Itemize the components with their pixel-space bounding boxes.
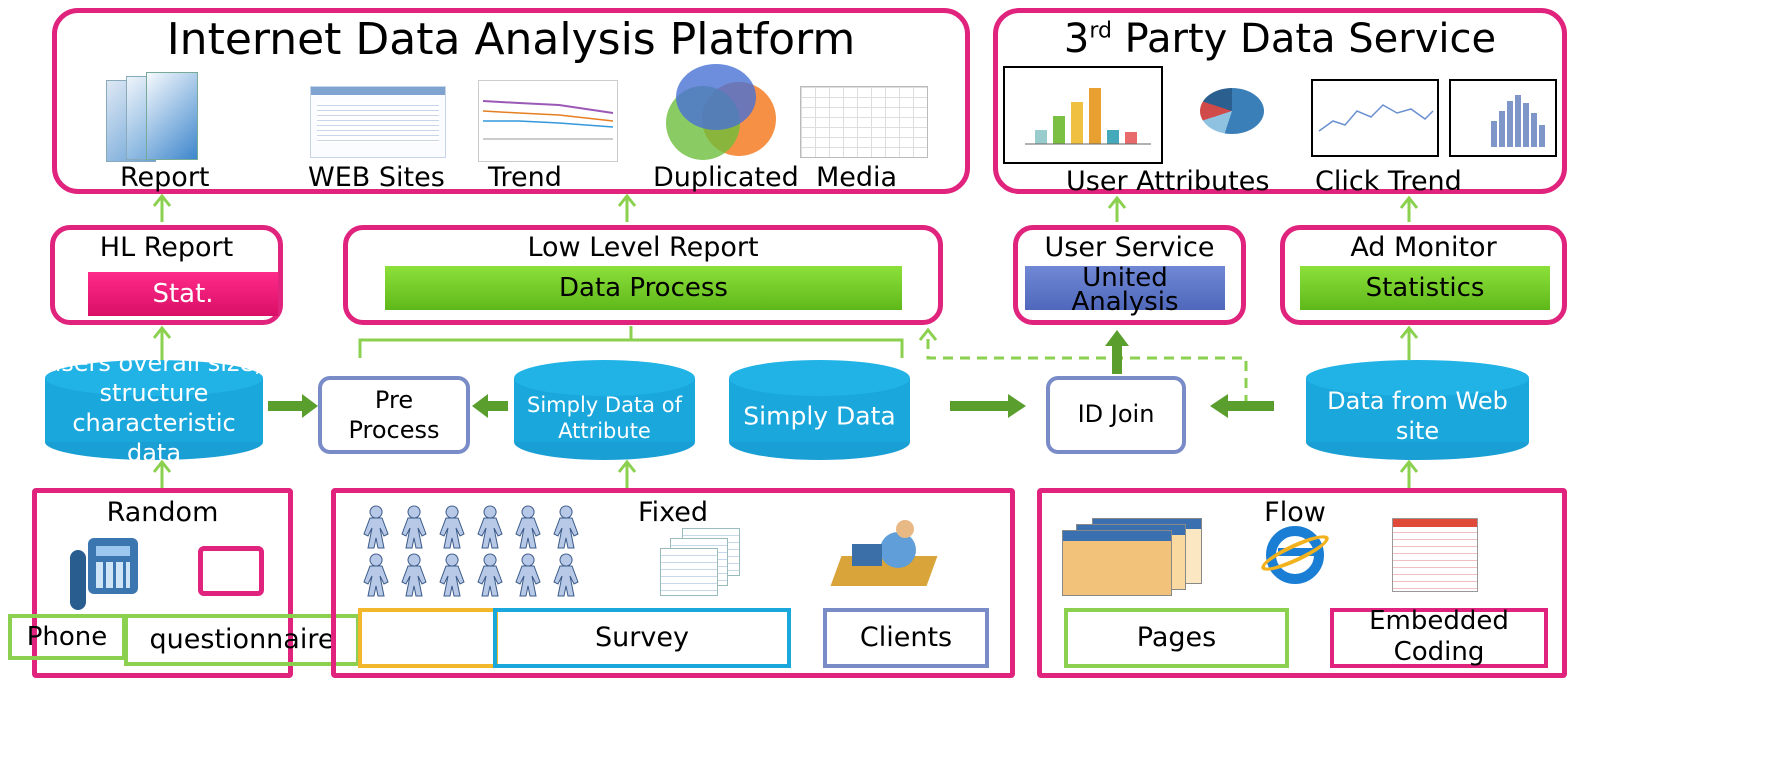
survey-yellow-box: [358, 608, 498, 668]
trend-chart-image: [478, 80, 618, 162]
internet-explorer-icon: [1257, 522, 1333, 588]
data-from-web-site-database: Data from Web site: [1306, 360, 1529, 460]
flow-title: Flow: [1264, 497, 1326, 528]
person-figure-icon: [477, 505, 503, 549]
third-party-title: 3rd Party Data Service: [1063, 16, 1497, 62]
embedded-page-image: [1392, 518, 1478, 592]
arrow-simply-to-idjoin: [950, 394, 1026, 418]
dashed-feedback-arrowhead: [918, 327, 938, 341]
arrow-web-to-idjoin: [1210, 394, 1274, 418]
media-grid-image: [800, 86, 928, 158]
label-duplicated: Duplicated: [653, 162, 799, 193]
person-figure-icon: [515, 505, 541, 549]
telephone-icon: [70, 538, 138, 612]
up-arrow-ll-to-platform: [617, 193, 637, 222]
questionnaire-label: questionnaire: [149, 624, 335, 655]
label-media: Media: [816, 162, 898, 193]
person-figure-icon: [439, 553, 465, 597]
id-join-label: ID Join: [1077, 400, 1155, 428]
survey-box: [493, 608, 791, 668]
web-sites-table-image: [310, 86, 446, 158]
pages-label: Pages: [1136, 622, 1217, 653]
person-figure-icon: [363, 553, 389, 597]
pages-box: [1064, 608, 1289, 668]
arrow-users-to-preprocess: [268, 394, 318, 418]
random-panel: [32, 488, 293, 678]
up-arrow-us-to-attributes: [1107, 195, 1127, 222]
report-books-image: [106, 72, 202, 164]
flow-panel: [1037, 488, 1567, 678]
pre-process-box: [318, 376, 470, 454]
user-attributes-chart-image: [1003, 66, 1163, 164]
arrow-idjoin-to-user-service: [1105, 330, 1129, 374]
stat-bar: Stat.: [88, 272, 278, 316]
label-click-trend: Click Trend: [1315, 166, 1462, 197]
bracket-to-low-level: [358, 326, 904, 358]
clients-box: [823, 608, 989, 668]
survey-label: Survey: [595, 622, 689, 653]
person-figure-icon: [477, 553, 503, 597]
arrow-attr-to-preprocess: [472, 394, 508, 418]
ad-monitor-title: Ad Monitor: [1350, 232, 1497, 263]
venn-diagram-image: [662, 64, 780, 170]
statistics-bar: Statistics: [1300, 266, 1550, 310]
documents-icon: [660, 528, 740, 598]
embedded-coding-box: [1330, 608, 1548, 668]
up-arrow-ad-to-click-trend: [1399, 195, 1419, 222]
clients-label: Clients: [859, 622, 953, 653]
person-figure-icon: [439, 505, 465, 549]
embedded-coding-label: Embedded Coding: [1369, 606, 1509, 667]
person-figure-icon: [401, 553, 427, 597]
users-overall-database: users overall size, structure characteri…: [45, 349, 263, 467]
web-pages-image: [1062, 518, 1204, 596]
label-user-attributes: User Attributes: [1066, 166, 1270, 197]
data-process-bar: Data Process: [385, 266, 902, 310]
pie-chart-image: [1200, 88, 1264, 134]
label-web-sites: WEB Sites: [308, 162, 445, 193]
phone-label: Phone: [26, 622, 108, 652]
person-figure-icon: [553, 505, 579, 549]
simply-data-of-attribute-database: Simply Data of Attribute: [514, 360, 695, 460]
questionnaire-scroll-icon: [198, 546, 264, 596]
up-arrow-hl-to-report: [152, 193, 172, 222]
person-figure-icon: [515, 553, 541, 597]
hl-report-title: HL Report: [99, 232, 234, 263]
label-report: Report: [120, 162, 210, 193]
pre-process-label: Pre Process: [348, 386, 440, 444]
user-service-title: User Service: [1044, 232, 1215, 263]
united-analysis-bar: United Analysis: [1025, 265, 1225, 315]
click-trend-chart-image: [1311, 79, 1439, 157]
simply-data-database: Simply Data: [729, 360, 910, 460]
people-group-icon: [360, 502, 590, 598]
low-level-report-title: Low Level Report: [527, 232, 759, 263]
client-workstation-icon: [830, 518, 938, 594]
bar-histogram-image: [1449, 79, 1557, 157]
up-arrow-fixed-to-attr: [617, 459, 637, 488]
up-arrow-flow-to-web: [1399, 459, 1419, 488]
random-title: Random: [106, 497, 219, 528]
person-figure-icon: [363, 505, 389, 549]
fixed-title: Fixed: [638, 497, 708, 528]
label-trend: Trend: [488, 162, 562, 193]
fixed-panel: [331, 488, 1015, 678]
person-figure-icon: [401, 505, 427, 549]
person-figure-icon: [553, 553, 579, 597]
up-arrow-web-to-ad: [1399, 325, 1419, 360]
analysis-platform-title: Internet Data Analysis Platform: [166, 14, 856, 65]
